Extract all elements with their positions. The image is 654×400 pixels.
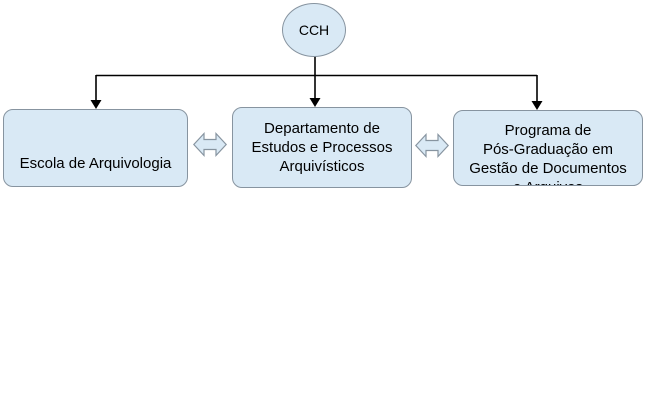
arrowhead-down-icon: [531, 101, 543, 110]
node-escola-de-arquivologia: Escola de Arquivologia: [3, 109, 188, 187]
double-arrow-icon: [415, 132, 449, 159]
node-programa-pos-graduacao: Programa de Pós-Graduação em Gestão de D…: [453, 110, 643, 186]
arrowhead-down-icon: [90, 100, 102, 109]
node-departamento-estudos: Departamento de Estudos e Processos Arqu…: [232, 107, 412, 188]
node-cch-label: CCH: [298, 21, 330, 38]
double-arrow-icon: [193, 131, 227, 158]
node-programa-label: Programa de Pós-Graduação em Gestão de D…: [469, 122, 627, 185]
arrowhead-down-icon: [309, 98, 321, 107]
node-escola-label: Escola de Arquivologia: [19, 155, 172, 172]
node-departamento-label: Departamento de Estudos e Processos Arqu…: [251, 120, 393, 175]
node-cch: CCH: [282, 3, 346, 57]
